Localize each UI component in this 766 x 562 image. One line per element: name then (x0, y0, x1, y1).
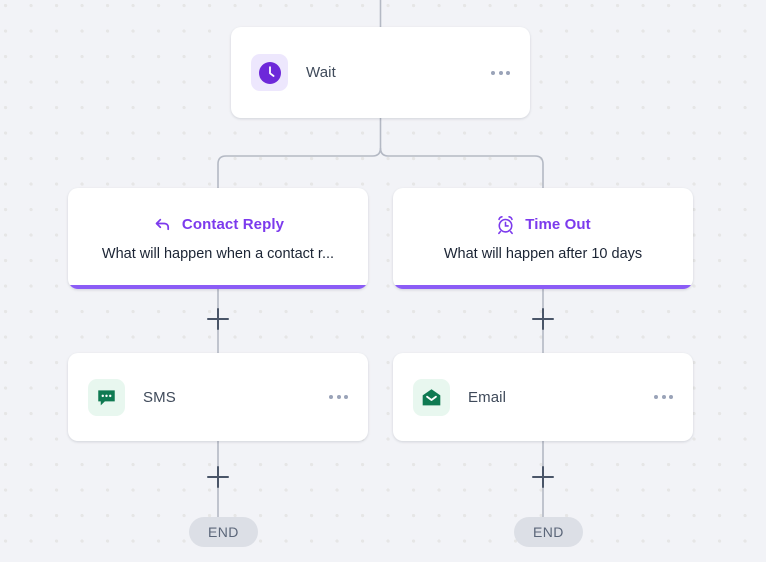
node-time-out[interactable]: Time Out What will happen after 10 days (393, 188, 693, 289)
envelope-icon-glyph (422, 388, 441, 405)
node-sms-menu-button[interactable] (327, 389, 350, 405)
node-wait-label: Wait (306, 64, 336, 81)
chat-bubble-icon-glyph (98, 389, 115, 405)
time-out-header: Time Out (393, 214, 693, 235)
dot (329, 395, 333, 399)
clock-icon (251, 54, 288, 91)
dot (336, 395, 341, 399)
dot (669, 395, 673, 399)
contact-reply-title: Contact Reply (181, 216, 285, 233)
dot (654, 395, 658, 399)
node-sms-label: SMS (143, 388, 176, 406)
node-email[interactable]: Email (393, 353, 693, 441)
dot (491, 70, 495, 75)
node-email-menu-button[interactable] (652, 389, 675, 405)
node-contact-reply[interactable]: Contact Reply What will happen when a co… (68, 188, 368, 289)
end-node-left: END (189, 517, 258, 547)
clock-icon-glyph (258, 61, 281, 84)
node-wait-menu-button[interactable] (489, 65, 512, 81)
end-node-right: END (514, 517, 583, 547)
contact-reply-accent-bar (68, 285, 368, 289)
node-wait[interactable]: Wait (231, 27, 530, 118)
add-step-button-right-lower[interactable] (532, 466, 554, 488)
time-out-accent-bar (393, 285, 693, 289)
node-email-label: Email (468, 388, 507, 406)
add-step-button-left-lower[interactable] (207, 466, 229, 488)
contact-reply-description: What will happen when a contact r... (101, 246, 335, 262)
chat-bubble-icon (88, 378, 125, 416)
dot (506, 70, 510, 75)
node-sms[interactable]: SMS (68, 353, 368, 441)
envelope-icon (413, 378, 450, 416)
time-out-description: What will happen after 10 days (443, 246, 643, 262)
contact-reply-header: Contact Reply (68, 214, 368, 235)
add-step-button-right-upper[interactable] (532, 308, 554, 330)
dot (498, 70, 503, 75)
time-out-title: Time Out (525, 216, 591, 233)
reply-arrow-icon (155, 218, 169, 231)
add-step-button-left-upper[interactable] (207, 308, 229, 330)
alarm-clock-icon (498, 216, 514, 235)
dot (344, 395, 348, 399)
dot (661, 395, 666, 399)
